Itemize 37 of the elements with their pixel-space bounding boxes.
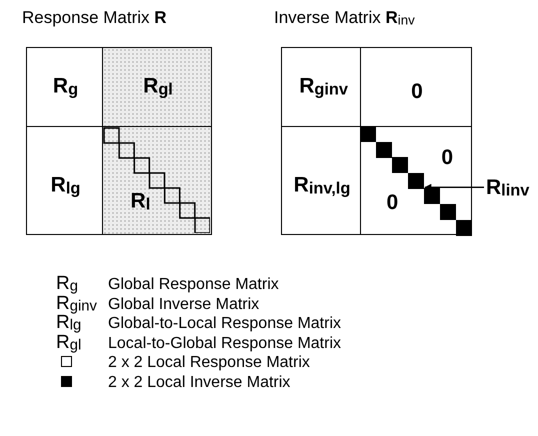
legend-symbol: R$_{gl}$ <box>56 332 82 355</box>
matrix-symbol: 0 <box>411 80 423 104</box>
matrix-symbol: R$_{l}$ <box>130 190 150 216</box>
matrix-block <box>360 47 472 127</box>
legend-symbol: R$_{ginv}$ <box>56 294 97 314</box>
matrix-block <box>281 47 361 127</box>
matrix-symbol: R$_{gl}$ <box>143 74 173 100</box>
filled-square <box>440 204 456 220</box>
matrix-title: Response Matrix R <box>22 8 167 28</box>
filled-square <box>392 157 408 174</box>
matrix-symbol: R$_{lg}$ <box>50 174 80 200</box>
arrow <box>424 184 484 191</box>
filled-square <box>360 126 376 142</box>
legend-symbol: R$_{lg}$ <box>56 313 82 334</box>
matrix-title: Inverse Matrix R$_{inv}$ <box>274 8 415 30</box>
matrix-symbol: R$_{ginv}$ <box>299 74 348 100</box>
matrix-symbol: R$_{g}$ <box>52 74 78 100</box>
matrix-symbol: R$_{linv}$ <box>486 176 530 203</box>
matrix-block <box>26 47 103 127</box>
matrix-block <box>26 126 103 235</box>
legend-text: 2 x 2 Local Inverse Matrix <box>108 372 290 392</box>
matrix-block <box>281 126 361 235</box>
matrix-symbol: 0 <box>441 146 454 170</box>
matrix-symbol: R$_{inv,lg}$ <box>294 174 350 200</box>
legend-text: Global Response Matrix <box>108 275 279 294</box>
matrix-block <box>360 126 472 235</box>
legend-text: Global-to-Local Response Matrix <box>108 314 341 333</box>
legend-symbol: R$_{g}$ <box>56 274 78 296</box>
filled-square <box>424 188 440 204</box>
filled-square <box>456 220 472 236</box>
legend-text: Local-to-Global Response Matrix <box>108 334 341 352</box>
shaded-matrix-block <box>102 47 212 127</box>
legend-text: 2 x 2 Local Response Matrix <box>108 353 310 372</box>
filled-square <box>408 172 424 189</box>
legend-text: Global Inverse Matrix <box>108 294 260 314</box>
filled-square <box>376 142 392 158</box>
matrix-symbol: 0 <box>386 191 398 216</box>
